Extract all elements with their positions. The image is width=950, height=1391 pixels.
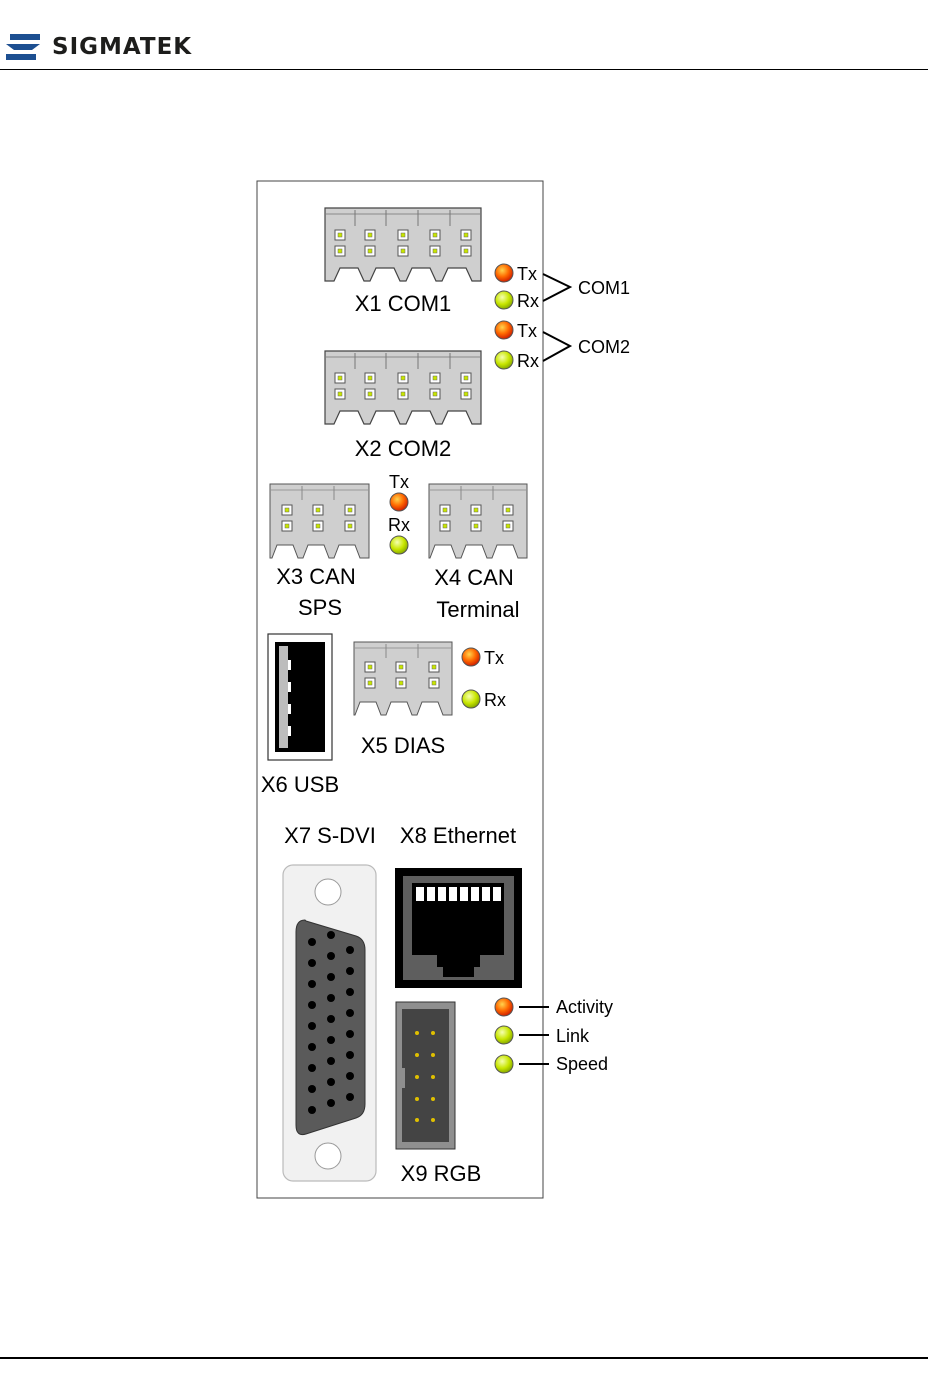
com2-group-label: COM2 (578, 337, 630, 357)
com2-bracket (543, 332, 570, 361)
com1-group-label: COM1 (578, 278, 630, 298)
com2-rx-led-icon (495, 351, 513, 369)
com1-rx-label: Rx (517, 291, 539, 311)
com2-rx-label: Rx (517, 351, 539, 371)
com1-bracket (543, 274, 570, 301)
x3-label-line2: SPS (298, 595, 342, 620)
footer-divider (0, 1357, 928, 1359)
com1-tx-label: Tx (517, 264, 537, 284)
x1-label: X1 COM1 (355, 291, 452, 316)
x4-label-line1: X4 CAN (434, 565, 513, 590)
eth-activity-label: Activity (556, 997, 613, 1017)
com2-tx-label: Tx (517, 321, 537, 341)
dias-tx-label: Tx (484, 648, 504, 668)
can-tx-label: Tx (389, 472, 409, 492)
can-tx-led-icon (390, 493, 408, 511)
com2-tx-led-icon (495, 321, 513, 339)
x2-label: X2 COM2 (355, 436, 452, 461)
eth-speed-led-icon (495, 1055, 513, 1073)
x7-label: X7 S-DVI (284, 823, 376, 848)
can-rx-led-icon (390, 536, 408, 554)
dias-tx-led-icon (462, 648, 480, 666)
x8-label: X8 Ethernet (400, 823, 516, 848)
x4-label-line2: Terminal (436, 597, 519, 622)
com1-tx-led-icon (495, 264, 513, 282)
x3-label-line1: X3 CAN (276, 564, 355, 589)
can-rx-label: Rx (388, 515, 410, 535)
x6-label: X6 USB (261, 772, 339, 797)
eth-link-led-icon (495, 1026, 513, 1044)
x9-label: X9 RGB (401, 1161, 482, 1186)
com1-rx-led-icon (495, 291, 513, 309)
eth-speed-label: Speed (556, 1054, 608, 1074)
x5-label: X5 DIAS (361, 733, 445, 758)
eth-activity-led-icon (495, 998, 513, 1016)
x6-usb-connector (268, 634, 332, 760)
dias-rx-led-icon (462, 690, 480, 708)
x8-ethernet-connector (395, 868, 522, 988)
x7-s-dvi-connector (283, 865, 376, 1181)
x9-rgb-connector (396, 1002, 455, 1149)
eth-link-label: Link (556, 1026, 590, 1046)
dias-rx-label: Rx (484, 690, 506, 710)
